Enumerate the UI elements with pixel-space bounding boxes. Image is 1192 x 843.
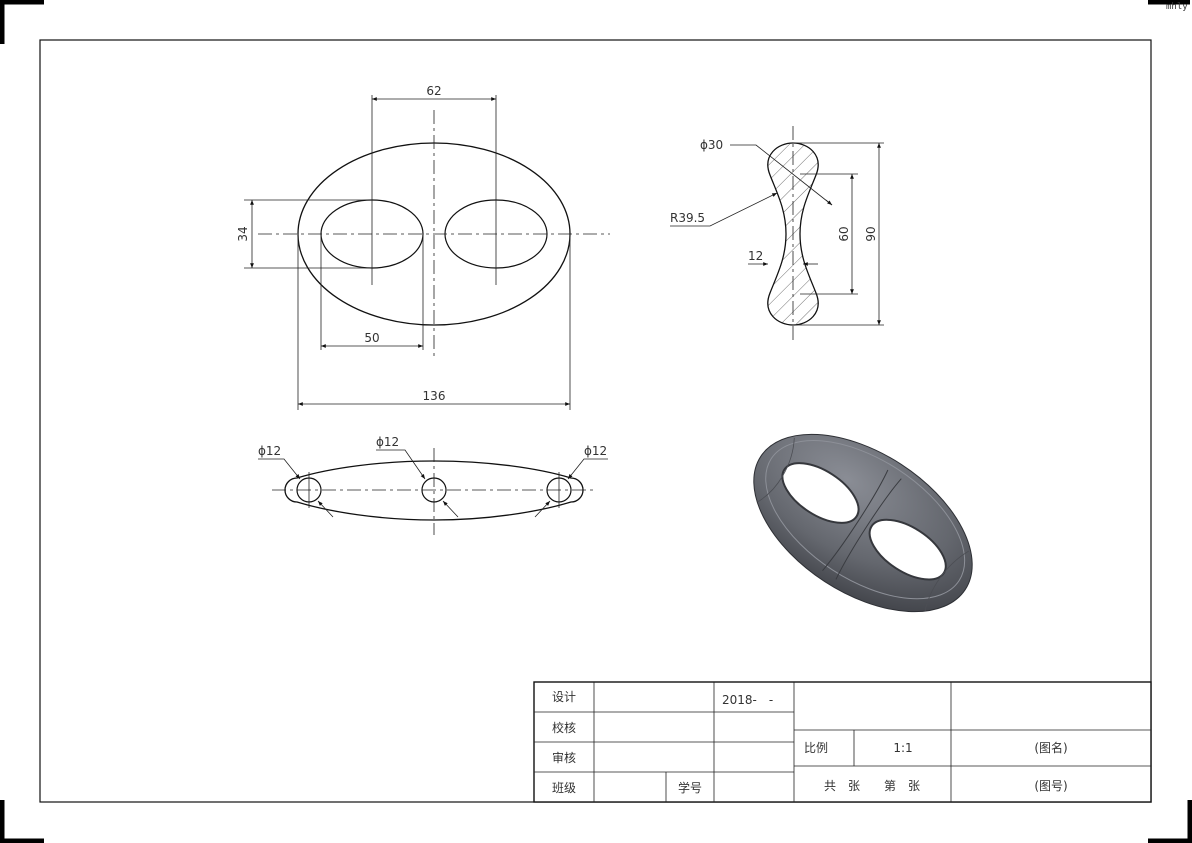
- tb-scale-value: 1:1: [893, 741, 912, 755]
- tb-check-label: 校核: [552, 720, 576, 735]
- dim-top-center: ϕ12: [376, 435, 399, 449]
- dim-top-left: ϕ12: [258, 444, 281, 458]
- dim-overall-width: 136: [423, 389, 446, 403]
- tb-drawing-no: (图号): [1034, 779, 1067, 793]
- tb-student-no-label: 学号: [678, 780, 702, 795]
- side-view: [670, 126, 884, 342]
- tb-scale-label: 比例: [804, 741, 828, 755]
- corner-label: mhly: [1166, 2, 1188, 12]
- tb-review-label: 审核: [552, 750, 576, 765]
- tb-design-date: 2018- -: [722, 693, 773, 707]
- dim-radius: R39.5: [670, 211, 705, 225]
- tb-design-label: 设计: [552, 690, 576, 704]
- top-view: [258, 448, 608, 535]
- front-view: [244, 95, 610, 410]
- dim-top-right: ϕ12: [584, 444, 607, 458]
- dim-hole-width: 50: [364, 331, 379, 345]
- dim-neck: 12: [748, 249, 763, 263]
- dim-hole-spacing: 62: [426, 84, 441, 98]
- iso-render: [753, 433, 973, 613]
- tb-class-label: 班级: [552, 781, 576, 795]
- dim-inner-height: 60: [837, 226, 851, 241]
- title-block: [533, 681, 1152, 803]
- dim-overall-height: 90: [864, 226, 878, 241]
- tb-drawing-name: (图名): [1034, 740, 1067, 755]
- tb-sheets-label: 共 张 第 张: [824, 779, 920, 793]
- dim-end-diameter: ϕ30: [700, 138, 723, 152]
- dim-hole-height: 34: [236, 226, 250, 241]
